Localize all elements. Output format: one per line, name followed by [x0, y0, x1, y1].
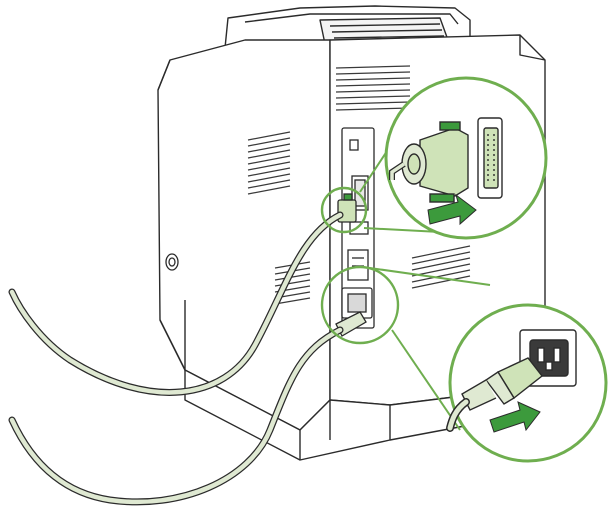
parallel-cable	[8, 211, 344, 396]
green-arrow-right-icon	[427, 193, 477, 226]
parallel-port-connector	[477, 117, 503, 199]
parallel-plug-magnified	[389, 121, 469, 203]
power-inlet	[335, 287, 373, 337]
side-latch-icon	[165, 253, 179, 271]
green-arrow-right-icon	[489, 401, 541, 433]
parallel-port-marker	[320, 186, 368, 234]
rear-vent-top	[335, 65, 411, 111]
power-port-marker	[320, 265, 400, 345]
rear-vent-lower	[411, 245, 471, 289]
parallel-cable-callout	[384, 76, 548, 240]
power-cord	[8, 326, 344, 506]
power-cord-callout	[446, 303, 608, 463]
printer-left-panel	[157, 39, 331, 431]
power-plug-magnified	[461, 357, 543, 411]
side-vent-upper	[247, 131, 291, 195]
power-cord-tail	[446, 398, 470, 432]
